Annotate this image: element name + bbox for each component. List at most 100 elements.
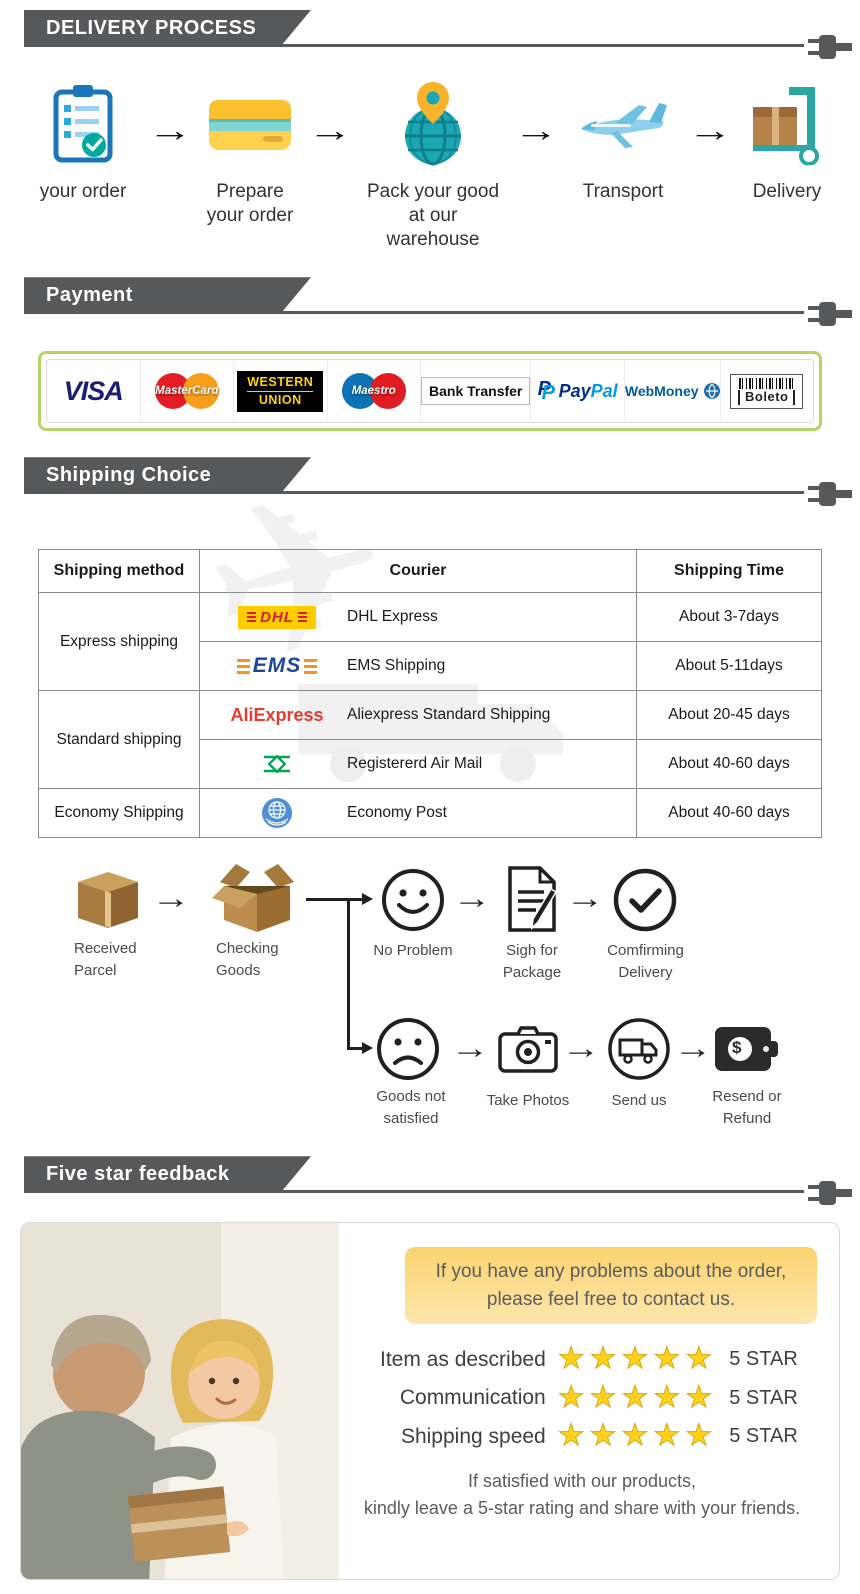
- method-standard: Standard shipping: [38, 690, 200, 790]
- arrow-right-icon: →: [565, 882, 605, 916]
- flow-label: Checking Goods: [216, 940, 279, 979]
- barcode-icon: [738, 377, 795, 389]
- shipping-time: About 3-7days: [636, 592, 822, 643]
- arrow-right-icon: →: [513, 112, 559, 148]
- rating-row-shipping-speed: Shipping speed ★★★★★ 5 STAR: [347, 1419, 817, 1454]
- ems-logo: EMS: [227, 654, 327, 678]
- header-line: [24, 44, 804, 47]
- note-line-1: If you have any problems about the order…: [435, 1261, 787, 1283]
- shipping-time: About 5-11days: [636, 641, 822, 692]
- courier-name: Registererd Air Mail: [347, 755, 483, 773]
- mastercard-orange-circle: [182, 373, 219, 410]
- step-prepare-order: Prepare your order: [202, 76, 298, 228]
- flow-label: Resend or Refund: [712, 1088, 782, 1127]
- plug-icon: [808, 302, 852, 327]
- step-your-order: your order: [28, 76, 138, 204]
- flow-label: Sigh for Package: [502, 942, 562, 981]
- mastercard-logo: MasterCard: [141, 360, 234, 423]
- step-transport: Transport: [568, 76, 678, 204]
- paypal-logo: P P Pay Pal: [531, 360, 625, 423]
- delivery-banner: DELIVERY PROCESS: [24, 10, 311, 46]
- payment-banner: Payment: [24, 277, 311, 313]
- send-truck-icon: [606, 1016, 672, 1087]
- flow-label: Send us: [611, 1092, 667, 1110]
- section-header-payment: Payment: [0, 277, 860, 327]
- table-header-row: Shipping method Courier Shipping Time: [38, 549, 822, 594]
- section-header-feedback: Five star feedback: [0, 1156, 860, 1206]
- flow-label: Goods not satisfied: [376, 1088, 446, 1127]
- flow-connector: [350, 1047, 363, 1051]
- feedback-footer: If satisfied with our products, kindly l…: [347, 1468, 817, 1522]
- table-row-economy: Economy Shipping: [38, 788, 822, 839]
- shipping-time: About 20-45 days: [636, 690, 822, 741]
- delivery-steps: your order → Prepare your order →: [0, 56, 860, 255]
- arrow-right-icon: →: [307, 112, 353, 148]
- table-row-dhl: Express shipping DHL DHL Express About 3…: [38, 592, 822, 692]
- step-label: Delivery: [752, 181, 822, 202]
- rating-label: Shipping speed: [400, 1424, 546, 1448]
- courier-name: Economy Post: [347, 804, 447, 822]
- check-circle-icon: [612, 867, 678, 938]
- plug-icon: [808, 1181, 852, 1206]
- section-header-delivery: DELIVERY PROCESS: [0, 10, 860, 59]
- maestro-logo: Maestro: [328, 360, 421, 423]
- western-union-logo: WESTERN UNION: [234, 360, 328, 423]
- flow-connector: [306, 898, 350, 902]
- after-delivery-flow: Received Parcel → Checking Goods: [0, 854, 860, 1150]
- flow-connector: [347, 898, 350, 1051]
- plug-icon: [808, 482, 852, 507]
- rating-value: 5 STAR: [729, 1386, 798, 1409]
- table-row-airmail: Registererd Air Mail About 40-60 days: [39, 739, 822, 790]
- purse-card-icon: [207, 76, 293, 172]
- paypal-p-icon: P P: [537, 377, 555, 404]
- webmoney-logo: WebMoney: [625, 360, 721, 423]
- feedback-banner: Five star feedback: [24, 1156, 311, 1192]
- wallet-refund-icon: $: [714, 1025, 778, 1078]
- feedback-card: If you have any problems about the order…: [20, 1222, 840, 1581]
- camera-icon: [498, 1024, 558, 1079]
- checking-goods-icon: [210, 860, 304, 939]
- rating-row-communication: Communication ★★★★★ 5 STAR: [347, 1380, 817, 1416]
- courier-name: EMS Shipping: [347, 657, 446, 675]
- flow-label: Received Parcel: [74, 940, 137, 979]
- step-delivery: Delivery: [742, 76, 832, 204]
- order-clipboard-icon: [51, 76, 115, 172]
- col-shipping-time: Shipping Time: [636, 549, 822, 594]
- arrow-right-icon: →: [147, 112, 193, 148]
- arrow-right-icon: →: [452, 882, 492, 916]
- step-label: Pack your good at our warehouse: [366, 181, 500, 250]
- delivery-photo: [21, 1223, 339, 1580]
- rating-label: Item as described: [380, 1347, 546, 1371]
- visa-logo: VISA: [47, 360, 141, 423]
- shipping-time: About 40-60 days: [636, 788, 822, 839]
- five-stars-icon: ★★★★★: [557, 1342, 718, 1376]
- ratings-list: Item as described ★★★★★ 5 STAR Communica…: [347, 1342, 817, 1454]
- sign-document-icon: [500, 864, 564, 939]
- header-line: [24, 1190, 804, 1194]
- header-line: [24, 311, 804, 315]
- rating-label: Communication: [399, 1386, 546, 1410]
- received-parcel-icon: [74, 866, 142, 935]
- flow-label: No Problem: [373, 942, 453, 960]
- col-courier: Courier: [199, 549, 637, 594]
- bank-transfer-logo: Bank Transfer: [421, 360, 532, 423]
- aliexpress-logo: AliExpress: [230, 704, 324, 725]
- feedback-title: Five star feedback: [46, 1162, 230, 1185]
- webmoney-globe-icon: [703, 383, 720, 400]
- dhl-logo: DHL: [227, 605, 327, 629]
- method-express: Express shipping: [38, 592, 200, 692]
- arrow-right-icon: →: [673, 1032, 713, 1066]
- step-label: your order: [39, 181, 127, 202]
- delivery-title: DELIVERY PROCESS: [46, 16, 257, 39]
- courier-name: Aliexpress Standard Shipping: [347, 706, 551, 724]
- arrowhead-icon: [362, 1042, 373, 1055]
- payment-title: Payment: [46, 283, 133, 306]
- arrow-right-icon: →: [687, 112, 733, 148]
- step-label: Transport: [582, 181, 664, 202]
- five-stars-icon: ★★★★★: [557, 1419, 718, 1453]
- payment-methods-row: VISA MasterCard WESTERN UNION: [46, 359, 814, 424]
- table-row-aliexpress: Standard shipping AliExpress Aliexpress …: [38, 690, 822, 790]
- five-stars-icon: ★★★★★: [557, 1380, 718, 1414]
- plug-icon: [808, 35, 852, 59]
